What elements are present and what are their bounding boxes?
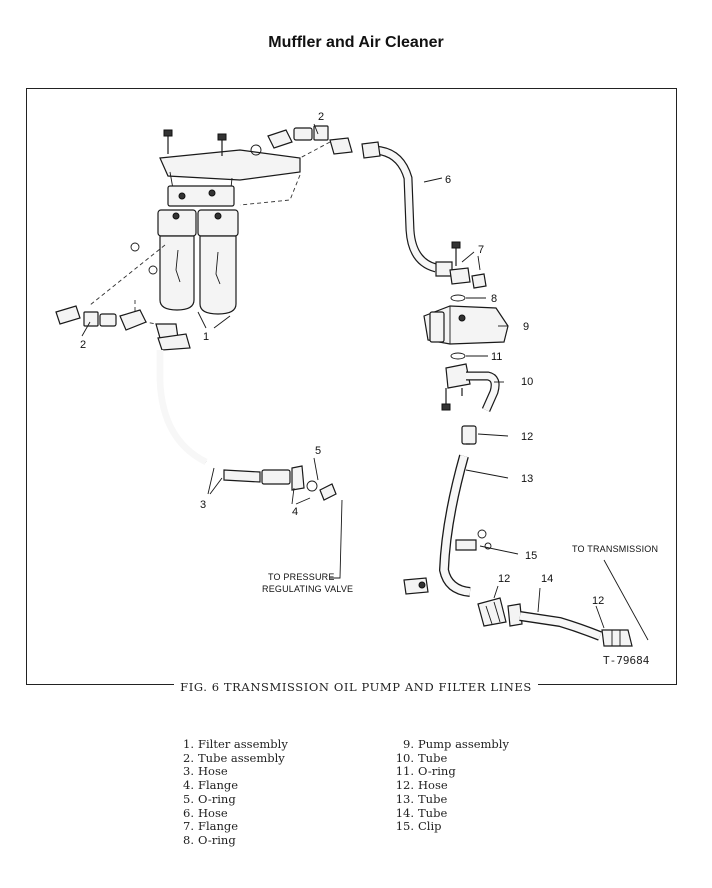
callout-6: 6 xyxy=(445,174,451,186)
callout-9: 9 xyxy=(523,321,529,333)
tube-14-drawing xyxy=(477,597,633,647)
callout-1: 1 xyxy=(203,331,209,343)
part-item: 5.O-ring xyxy=(183,791,236,806)
figure-frame xyxy=(26,88,677,685)
figure-caption: FIG. 6 TRANSMISSION OIL PUMP AND FILTER … xyxy=(174,680,538,694)
part-item: 14.Tube xyxy=(395,805,448,820)
callout-4: 4 xyxy=(292,506,298,518)
pump-assembly-drawing xyxy=(423,241,509,412)
lower-tube-drawing xyxy=(403,425,492,597)
note-pressure-valve-line1: TO PRESSURE xyxy=(268,572,335,582)
part-item: 7.Flange xyxy=(183,819,239,834)
note-pressure-valve-line2: REGULATING VALVE xyxy=(262,584,353,594)
page-title: Muffler and Air Cleaner xyxy=(268,34,444,51)
callout-12-left: 12 xyxy=(498,573,510,585)
part-item: 11.O-ring xyxy=(395,764,456,779)
part-item: 13.Tube xyxy=(395,791,448,806)
callout-14: 14 xyxy=(541,573,553,585)
callout-12-right: 12 xyxy=(592,595,604,607)
callout-7: 7 xyxy=(478,244,484,256)
part-item: 3.Hose xyxy=(183,764,228,779)
part-item: 12.Hose xyxy=(395,778,448,793)
hose-top-right-drawing xyxy=(361,141,453,277)
part-item: 9.Pump assembly xyxy=(403,737,509,751)
note-transmission: TO TRANSMISSION xyxy=(572,544,658,554)
tube-assembly-left-drawing xyxy=(55,305,147,331)
callout-11: 11 xyxy=(491,351,502,363)
callout-3: 3 xyxy=(200,499,206,511)
leader-lines xyxy=(81,123,649,641)
filter-assembly-drawing xyxy=(89,129,301,351)
callout-5: 5 xyxy=(315,445,321,457)
callout-2-left: 2 xyxy=(80,339,86,351)
parts-list-col1: 1.Filter assembly 2.Tube assembly 3.Hose… xyxy=(170,737,288,848)
part-item: 15.Clip xyxy=(395,819,442,834)
callout-12-top: 12 xyxy=(521,431,533,443)
callout-15: 15 xyxy=(525,550,537,562)
part-item: 10.Tube xyxy=(395,750,448,765)
callout-10: 10 xyxy=(521,376,533,388)
part-item: 1.Filter assembly xyxy=(183,737,288,751)
part-item: 6.Hose xyxy=(183,805,228,820)
part-item: 4.Flange xyxy=(183,778,239,793)
parts-list-col2: 9.Pump assembly 10.Tube 11.O-ring 12.Hos… xyxy=(390,737,509,834)
callout-13: 13 xyxy=(521,473,533,485)
part-item: 2.Tube assembly xyxy=(183,750,285,765)
callout-2-top: 2 xyxy=(318,111,324,123)
figure-reference: T-79684 xyxy=(603,654,650,667)
part-item: 8.O-ring xyxy=(183,832,236,847)
hose-left-drawing xyxy=(156,350,337,501)
tube-assembly-top-drawing xyxy=(250,125,353,159)
figure-caption-wrap: FIG. 6 TRANSMISSION OIL PUMP AND FILTER … xyxy=(0,676,712,695)
callout-8: 8 xyxy=(491,293,497,305)
